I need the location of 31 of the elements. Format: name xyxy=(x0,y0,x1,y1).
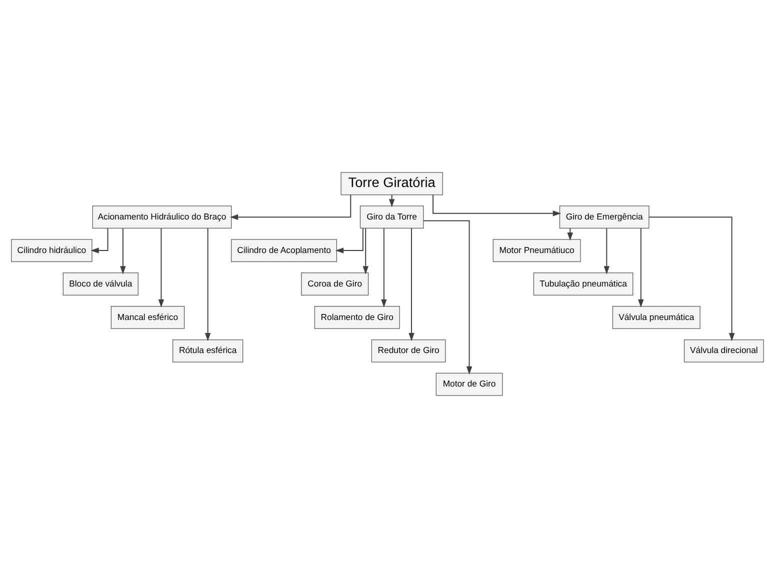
node-box: Giro de Emergência xyxy=(559,205,650,228)
node-box: Giro da Torre xyxy=(360,205,424,228)
node-box: Válvula pneumática xyxy=(612,306,700,328)
node-box: Rótula esférica xyxy=(172,338,244,362)
node-box: Redutor de Giro xyxy=(371,338,446,362)
node-box: Motor de Giro xyxy=(436,372,503,396)
arrow xyxy=(408,227,414,341)
node-box: Cilindro hidráulico xyxy=(11,238,92,262)
arrow xyxy=(230,194,352,220)
arrow xyxy=(648,216,735,341)
arrow xyxy=(335,227,364,253)
node-box: Tubulação pneumática xyxy=(533,272,634,295)
node-box: Motor Pneumátiuco xyxy=(492,238,581,262)
node-box: Válvula direcional xyxy=(684,338,764,362)
arrow xyxy=(604,227,610,274)
node-box: Acionamento Hidráulico do Braço xyxy=(92,205,232,228)
arrow xyxy=(120,227,126,274)
node-box: Coroa de Giro xyxy=(301,272,369,295)
node-box: Rolamento de Giro xyxy=(314,306,400,328)
node-box: Cilindro de Acoplamento xyxy=(231,238,337,262)
arrow xyxy=(432,194,562,216)
node-box: Torre Giratória xyxy=(340,172,443,195)
arrow xyxy=(362,227,368,274)
arrow xyxy=(158,227,164,308)
node-box: Mancal esférico xyxy=(110,306,185,328)
arrow xyxy=(638,227,644,308)
arrow xyxy=(381,227,387,308)
arrow xyxy=(90,227,108,253)
arrow xyxy=(204,227,211,341)
node-box: Bloco de válvula xyxy=(62,272,138,295)
arrow xyxy=(423,220,472,374)
